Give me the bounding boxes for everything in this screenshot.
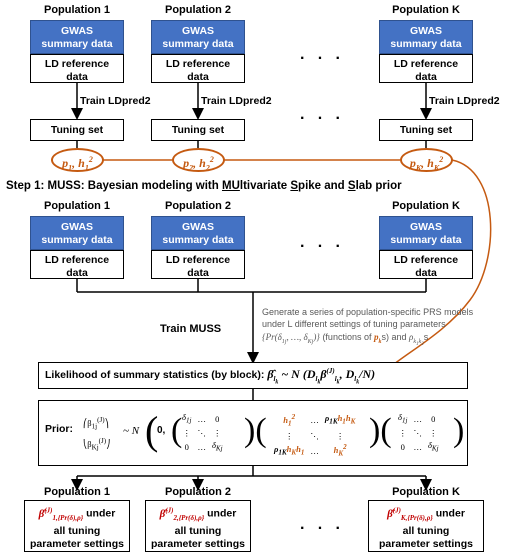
mid-ellipsis: · · · (300, 238, 345, 255)
top-pop2-train-label: Train LDpred2 (201, 95, 272, 107)
top-popK-train-label: Train LDpred2 (429, 95, 500, 107)
train-muss-label: Train MUSS (160, 323, 222, 335)
top-pop1-title: Population 1 (44, 4, 110, 16)
top-pop1-oval: p1, h12 (51, 148, 104, 172)
top-pop1-ld-box: LD reference data (30, 54, 124, 83)
top-pop2-title: Population 2 (165, 4, 231, 16)
top-pop2-tuning-box: Tuning set (151, 119, 245, 141)
generate-text-line2: under L different settings of tuning par… (262, 319, 446, 329)
mid-pop2-ld-box: LD reference data (151, 250, 245, 279)
mid-pop1-gwas-box: GWAS summary data (30, 216, 124, 250)
step1-heading: Step 1: MUSS: Bayesian modeling with MUl… (6, 180, 402, 192)
mid-pop2-gwas-box: GWAS summary data (151, 216, 245, 250)
prior-box: Prior: ⎛β1j(J)⎞⎝βKj(J)⎠ ~ N ( 0, ( δ1j…0… (38, 400, 468, 466)
likelihood-label: Likelihood of summary statistics (by blo… (45, 369, 265, 381)
top-ellipsis: · · · (300, 50, 345, 67)
bottom-popK-title: Population K (392, 486, 460, 498)
generate-text-line1: Generate a series of population-specific… (262, 307, 474, 317)
top-popK-tuning-box: Tuning set (379, 119, 473, 141)
bottom-pop1-title: Population 1 (44, 486, 110, 498)
top-pop1-train-label: Train LDpred2 (80, 95, 151, 107)
generate-text-line3: {Pr(δ1j, …, δKj)} (functions of pks) and… (262, 332, 429, 347)
top-popK-ld-box: LD reference data (379, 54, 473, 83)
mid-pop1-title: Population 1 (44, 200, 110, 212)
mid-popK-gwas-box: GWAS summary data (379, 216, 473, 250)
top-pop1-tuning-box: Tuning set (30, 119, 124, 141)
mid-pop1-ld-box: LD reference data (30, 250, 124, 279)
bottom-pop1-output-box: β̂(J)1,{Pr(δ),ρ} under all tuning parame… (24, 500, 130, 552)
top-popK-title: Population K (392, 4, 460, 16)
top-popK-oval: pK, hK2 (400, 148, 453, 172)
likelihood-box: Likelihood of summary statistics (by blo… (38, 362, 468, 389)
top-popK-gwas-box: GWAS summary data (379, 20, 473, 54)
bottom-pop2-output-box: β̂(J)2,{Pr(δ),ρ} under all tuning parame… (145, 500, 251, 552)
bottom-popK-output-box: β̂(J)K,{Pr(δ),ρ} under all tuning parame… (368, 500, 484, 552)
bottom-pop2-title: Population 2 (165, 486, 231, 498)
mid-popK-ld-box: LD reference data (379, 250, 473, 279)
mid-popK-title: Population K (392, 200, 460, 212)
top-pop2-gwas-box: GWAS summary data (151, 20, 245, 54)
bottom-ellipsis: · · · (300, 520, 345, 537)
prior-label: Prior: (45, 423, 74, 435)
top-pop2-ld-box: LD reference data (151, 54, 245, 83)
top-pop1-gwas-box: GWAS summary data (30, 20, 124, 54)
top-ellipsis-2: · · · (300, 110, 345, 127)
mid-pop2-title: Population 2 (165, 200, 231, 212)
top-pop2-oval: p2, h22 (172, 148, 225, 172)
